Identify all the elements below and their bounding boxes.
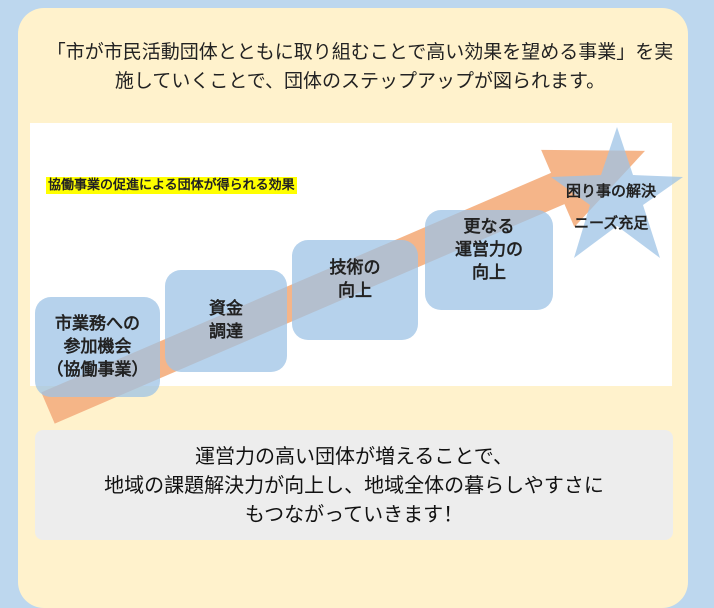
step-line: 参加機会 xyxy=(63,336,132,357)
step-line: 技術の xyxy=(329,258,381,278)
diagram-caption: 協働事業の促進による団体が得られる効果 xyxy=(46,177,297,194)
step-skills: 技術の向上 xyxy=(292,240,418,340)
step-line: （協働事業） xyxy=(46,359,149,380)
summary-line: 地域の課題解決力が向上し、地域全体の暮らしやすさに xyxy=(104,472,604,497)
step-line: 向上 xyxy=(338,281,372,301)
summary-box: 運営力の高い団体が増えることで、地域の課題解決力が向上し、地域全体の暮らしやすさ… xyxy=(35,430,673,540)
step-line: 運営力の xyxy=(455,239,523,260)
step-participation: 市業務への参加機会（協働事業） xyxy=(35,297,160,397)
intro-text: 「市が市民活動団体とともに取り組むことで高い効果を望める事業」を実施していくこと… xyxy=(46,41,674,92)
step-line: 市業務への xyxy=(55,313,140,334)
step-line: 更なる xyxy=(463,216,515,237)
step-line: 資金 xyxy=(209,299,243,319)
summary-line: もつながっていきます！ xyxy=(244,501,464,526)
step-line: 調達 xyxy=(209,322,243,342)
star-icon xyxy=(551,127,683,258)
step-funding: 資金調達 xyxy=(165,270,287,372)
step-management: 更なる運営力の向上 xyxy=(425,210,553,310)
goal-line-2: ニーズ充足 xyxy=(574,214,649,232)
goal-line-1: 困り事の解決 xyxy=(566,182,657,200)
step-line: 向上 xyxy=(472,262,506,283)
summary-line: 運営力の高い団体が増えることで、 xyxy=(195,443,513,468)
